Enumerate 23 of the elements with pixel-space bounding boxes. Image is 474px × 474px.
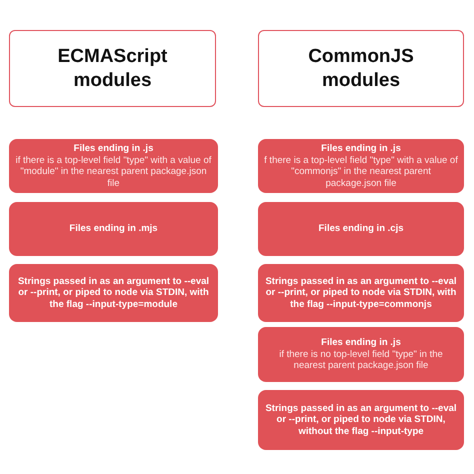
category-box — [258, 202, 464, 256]
header-box — [9, 30, 216, 107]
column-heading: ECMAScript modules — [56, 44, 168, 92]
header-box — [258, 30, 464, 107]
rule-detail: if there is no top-level field "type" in the nearest parent package.json file — [278, 348, 444, 372]
category-box — [258, 390, 464, 450]
category-box — [258, 139, 464, 193]
rule-title: Strings passed in as an argument to --eval or --print, or piped to node via STDIN, with the flag --input-type=module — [16, 276, 210, 310]
category-box — [9, 202, 218, 256]
rule-title: Strings passed in as an argument to --eval or --print, or piped to node via STDIN, with the flag --input-type=commonjs — [264, 276, 458, 310]
rule-title: Files ending in .js — [321, 143, 401, 154]
rule-title: Strings passed in as an argument to --eval or --print, or piped to node via STDIN, without the flag --input-type — [264, 402, 458, 438]
rule-title: Files ending in .cjs — [318, 223, 404, 235]
category-box — [258, 327, 464, 382]
rule-title: Files ending in .js — [321, 337, 401, 349]
rule-detail: f there is a top-level field "type" with a value of "commonjs" in the nearest parent package.json file — [264, 154, 458, 189]
rule-title: Files ending in .mjs — [69, 223, 158, 235]
column-heading: CommonJS modules — [307, 44, 415, 92]
rule-detail: if there is a top-level field "type" with a value of "module" in the nearest parent package.json file — [15, 154, 212, 189]
category-box — [9, 139, 218, 193]
category-box — [258, 264, 464, 322]
category-box — [9, 264, 218, 322]
rule-title: Files ending in .js — [74, 143, 154, 154]
